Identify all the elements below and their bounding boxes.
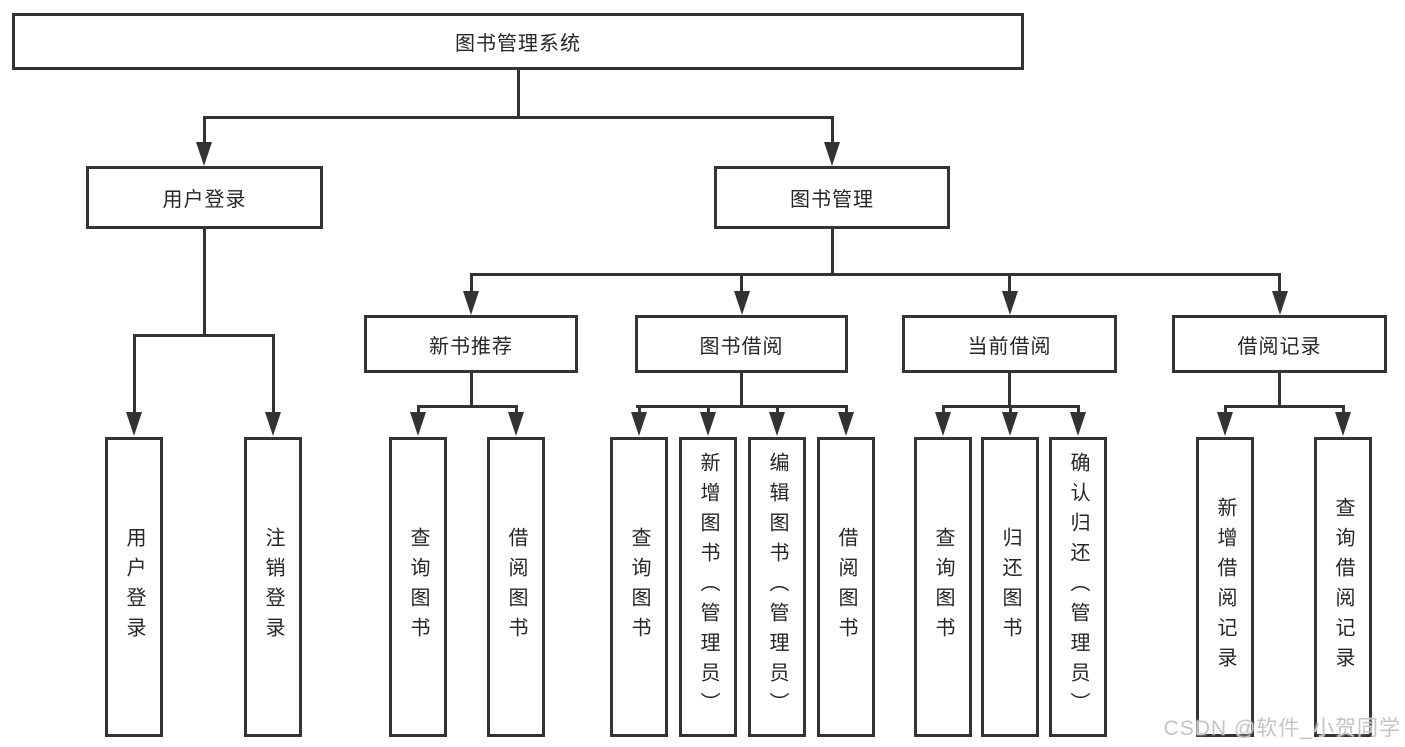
edge-segment bbox=[416, 404, 420, 414]
arrowhead-down-icon bbox=[1001, 291, 1018, 315]
edge-segment bbox=[740, 373, 743, 406]
node-book-borrow: 图书借阅 bbox=[635, 315, 848, 373]
leaf-label: 新增借阅记录 bbox=[1214, 497, 1236, 677]
edge-segment bbox=[516, 70, 520, 117]
leaf-return-books: 归还图书 bbox=[981, 437, 1039, 737]
edge-segment bbox=[1076, 404, 1080, 414]
arrowhead-down-icon bbox=[1070, 412, 1086, 436]
leaf-search-books-borrow: 查询图书 bbox=[610, 437, 668, 737]
arrowhead-down-icon bbox=[824, 142, 840, 166]
edge-segment bbox=[203, 115, 206, 143]
leaf-label: 借阅图书 bbox=[835, 527, 857, 647]
arrowhead-down-icon bbox=[1335, 412, 1351, 436]
arrowhead-down-icon bbox=[1217, 412, 1233, 436]
arrowhead-down-icon bbox=[838, 412, 854, 436]
edge-segment bbox=[775, 404, 779, 414]
edge-segment bbox=[1223, 404, 1345, 408]
edge-segment bbox=[636, 404, 848, 408]
leaf-label: 归还图书 bbox=[999, 527, 1021, 647]
leaf-label: 查询图书 bbox=[628, 527, 650, 647]
edge-segment bbox=[469, 272, 473, 292]
edge-segment bbox=[830, 229, 834, 274]
edge-segment bbox=[271, 333, 275, 413]
edge-segment bbox=[203, 115, 833, 119]
edge-segment bbox=[941, 404, 945, 414]
node-current-borrow: 当前借阅 bbox=[902, 315, 1117, 373]
edge-segment bbox=[1341, 404, 1345, 414]
arrowhead-down-icon bbox=[410, 412, 426, 436]
arrowhead-down-icon bbox=[769, 412, 785, 436]
leaf-label: 确认归还（管理员） bbox=[1067, 452, 1089, 722]
csdn-watermark: CSDN @软件_小贺同学 bbox=[1163, 717, 1401, 740]
leaf-label: 新增图书（管理员） bbox=[697, 452, 719, 722]
node-book-management: 图书管理 bbox=[714, 166, 950, 229]
node-borrow-records: 借阅记录 bbox=[1172, 315, 1387, 373]
leaf-label: 借阅图书 bbox=[505, 527, 527, 647]
node-label: 图书管理系统 bbox=[455, 33, 581, 55]
edge-segment bbox=[1008, 373, 1011, 406]
leaf-search-books-current: 查询图书 bbox=[914, 437, 972, 737]
edge-segment bbox=[1278, 272, 1281, 292]
leaf-label: 用户登录 bbox=[123, 527, 145, 647]
leaf-user-login: 用户登录 bbox=[105, 437, 163, 737]
edge-segment bbox=[514, 404, 518, 414]
arrowhead-down-icon bbox=[508, 412, 524, 436]
edge-segment bbox=[203, 229, 206, 335]
arrowhead-down-icon bbox=[265, 412, 281, 436]
arrowhead-down-icon bbox=[196, 142, 212, 166]
node-user-login: 用户登录 bbox=[86, 166, 323, 229]
edge-segment bbox=[1008, 404, 1012, 414]
leaf-search-borrow-record: 查询借阅记录 bbox=[1314, 437, 1372, 737]
leaf-borrow-books-recommend: 借阅图书 bbox=[487, 437, 545, 737]
edge-segment bbox=[132, 333, 275, 337]
edge-segment bbox=[1278, 373, 1281, 406]
edge-segment bbox=[469, 272, 1281, 276]
leaf-label: 编辑图书（管理员） bbox=[766, 452, 788, 722]
node-label: 借阅记录 bbox=[1237, 335, 1322, 358]
arrowhead-down-icon bbox=[700, 412, 716, 436]
leaf-add-borrow-record: 新增借阅记录 bbox=[1196, 437, 1254, 737]
leaf-borrow-books: 借阅图书 bbox=[817, 437, 875, 737]
node-new-book-recommend: 新书推荐 bbox=[364, 315, 578, 373]
arrowhead-down-icon bbox=[1002, 412, 1018, 436]
leaf-label: 查询图书 bbox=[407, 527, 429, 647]
node-label: 新书推荐 bbox=[429, 335, 513, 358]
arrowhead-down-icon bbox=[1271, 291, 1288, 315]
node-label: 图书管理 bbox=[790, 189, 874, 211]
node-label: 图书借阅 bbox=[699, 335, 784, 358]
arrowhead-down-icon bbox=[126, 412, 142, 436]
leaf-label: 查询图书 bbox=[932, 527, 954, 647]
edge-segment bbox=[706, 404, 710, 414]
leaf-add-books-admin: 新增图书（管理员） bbox=[679, 437, 737, 737]
edge-segment bbox=[416, 404, 518, 408]
edge-segment bbox=[830, 115, 834, 143]
edge-segment bbox=[469, 373, 473, 406]
arrowhead-down-icon bbox=[733, 291, 750, 315]
leaf-edit-books-admin: 编辑图书（管理员） bbox=[748, 437, 806, 737]
leaf-label: 注销登录 bbox=[262, 527, 284, 647]
arrowhead-down-icon bbox=[935, 412, 951, 436]
edge-segment bbox=[844, 404, 848, 414]
leaf-label: 查询借阅记录 bbox=[1332, 497, 1354, 677]
leaf-logout: 注销登录 bbox=[244, 437, 302, 737]
edge-segment bbox=[740, 272, 743, 292]
arrowhead-down-icon bbox=[631, 412, 647, 436]
edge-segment bbox=[637, 404, 641, 414]
node-label: 当前借阅 bbox=[967, 335, 1052, 358]
arrowhead-down-icon bbox=[463, 291, 479, 315]
edge-segment bbox=[1008, 272, 1011, 292]
leaf-search-books-recommend: 查询图书 bbox=[389, 437, 447, 737]
edge-segment bbox=[132, 333, 136, 413]
edge-segment bbox=[1223, 404, 1227, 414]
node-label: 用户登录 bbox=[162, 189, 247, 211]
leaf-confirm-return-admin: 确认归还（管理员） bbox=[1049, 437, 1107, 737]
node-library-system: 图书管理系统 bbox=[12, 13, 1024, 70]
